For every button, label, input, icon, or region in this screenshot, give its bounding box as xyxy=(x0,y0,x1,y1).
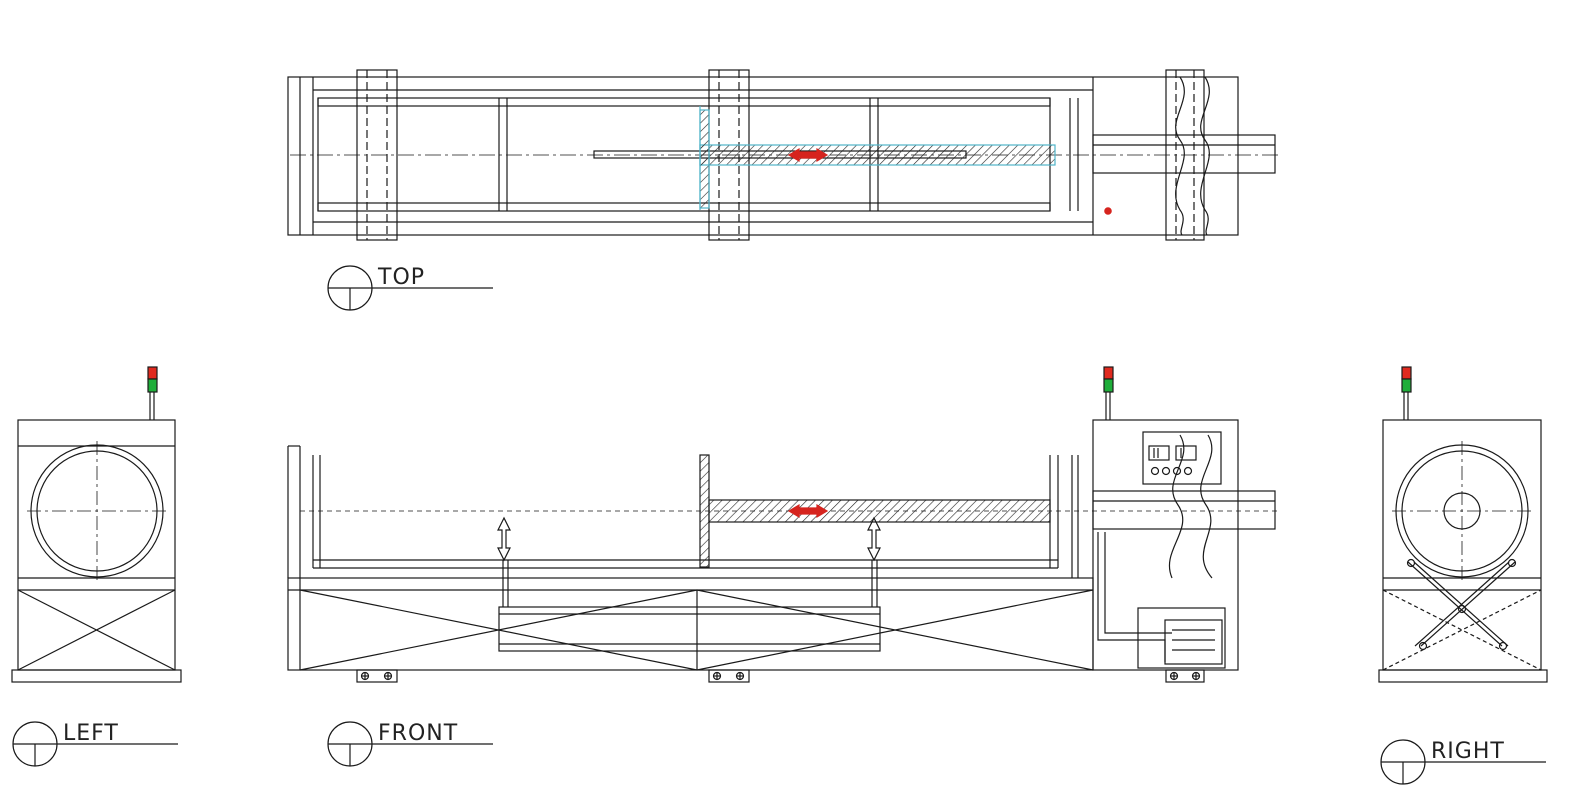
front-tower-light-icon xyxy=(1103,366,1114,420)
top-double-arrow-icon xyxy=(787,147,829,163)
right-view-marker xyxy=(1380,739,1546,785)
left-view-label: LEFT xyxy=(63,721,119,746)
front-view-marker xyxy=(327,721,493,767)
top-view-marker xyxy=(327,265,493,311)
left-view xyxy=(11,366,182,683)
right-view xyxy=(1378,366,1548,683)
front-double-arrow-icon xyxy=(787,503,829,519)
lift-arrow-left-icon xyxy=(497,516,511,562)
right-view-label: RIGHT xyxy=(1431,739,1505,764)
left-view-marker xyxy=(12,721,178,767)
front-view xyxy=(287,366,1280,683)
top-view-label: TOP xyxy=(377,265,425,290)
scissor-lift xyxy=(1406,558,1517,651)
lift-arrow-right-icon xyxy=(867,516,881,562)
top-view xyxy=(287,69,1280,241)
left-tower-light-icon xyxy=(147,366,158,420)
right-tower-light-icon xyxy=(1401,366,1412,420)
front-feet xyxy=(356,669,1205,683)
front-view-label: FRONT xyxy=(378,721,458,746)
control-panel xyxy=(1142,431,1222,485)
